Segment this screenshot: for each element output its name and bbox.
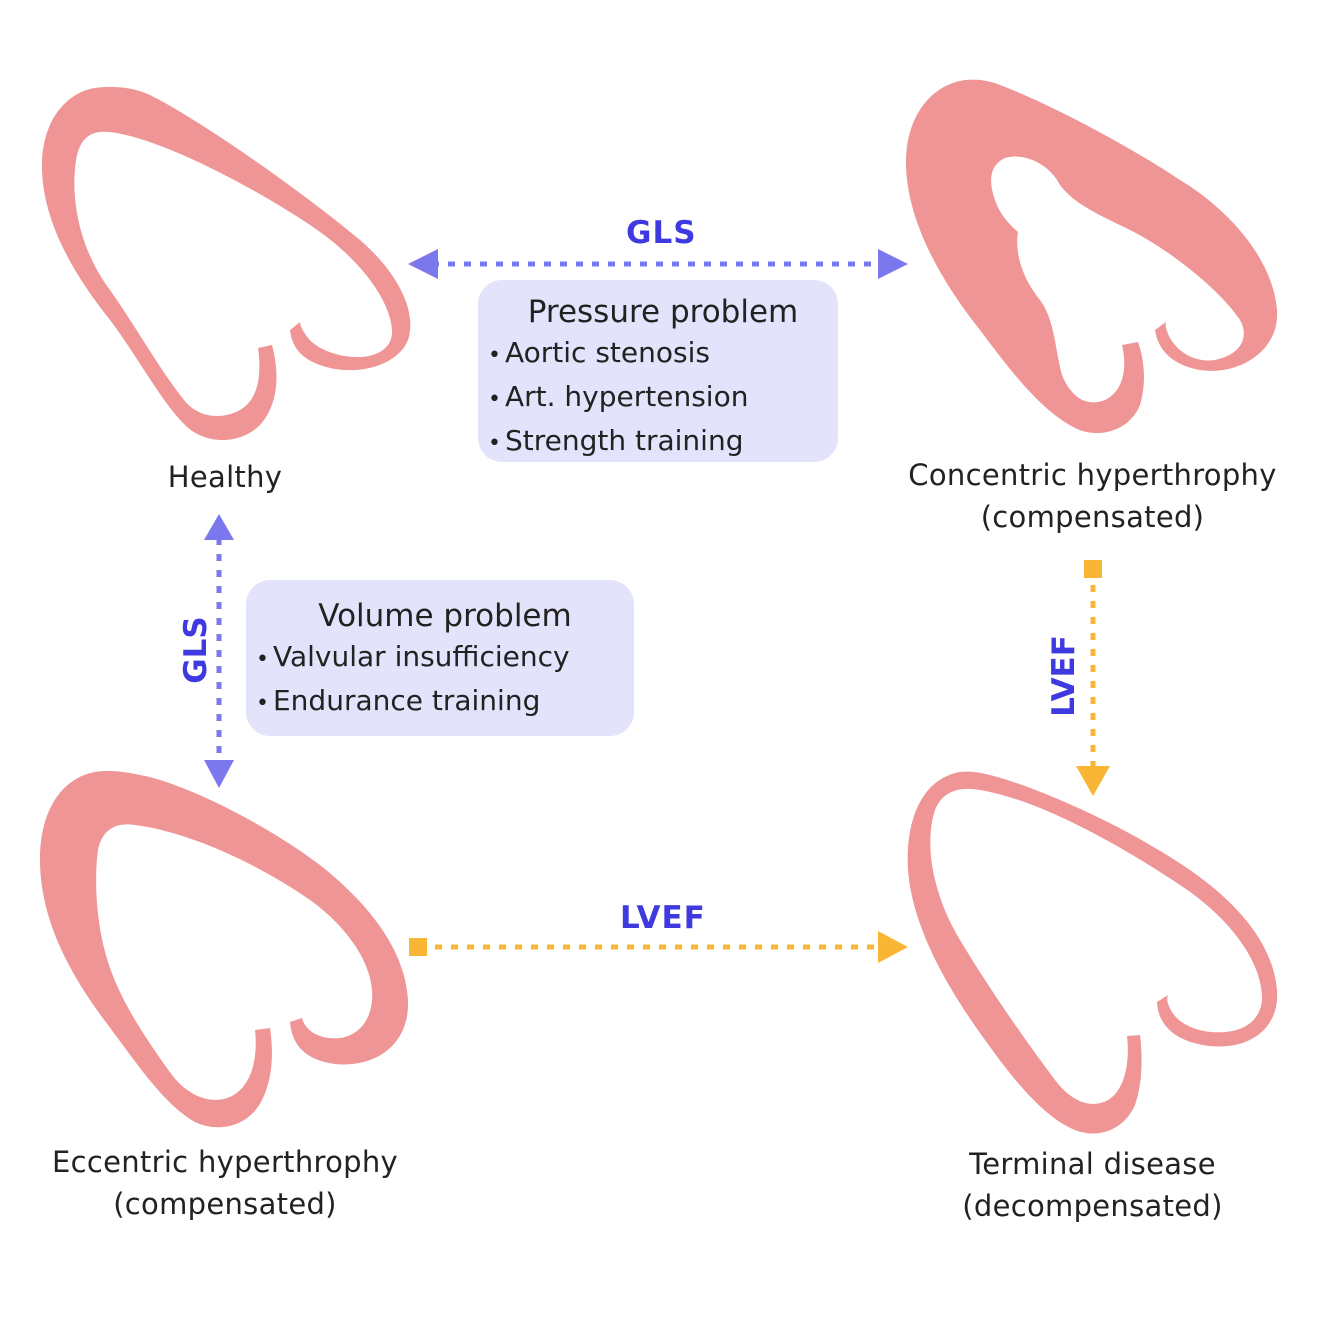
gls-label-top: GLS: [626, 215, 697, 251]
lvef-arrow-right: [1076, 560, 1110, 796]
healthy-label-text: Healthy: [167, 460, 283, 494]
arrowhead-right-icon: [878, 931, 908, 963]
lvef-arrow-bottom: [409, 931, 908, 963]
pressure-problem-list: Aortic stenosis Art. hypertension Streng…: [488, 332, 838, 464]
list-item: Aortic stenosis: [488, 332, 838, 376]
eccentric-label-line2: (compensated): [113, 1187, 337, 1221]
list-item: Strength training: [488, 420, 838, 464]
eccentric-heart-icon: [40, 771, 409, 1128]
eccentric-label: Eccentric hyperthrophy (compensated): [20, 1141, 430, 1225]
arrowhead-right-icon: [878, 249, 908, 279]
arrow-start-square-icon: [409, 938, 427, 956]
arrowhead-down-icon: [204, 760, 234, 788]
gls-label-left: GLS: [178, 616, 214, 684]
healthy-heart-icon: [41, 86, 411, 441]
volume-problem-title: Volume problem: [318, 598, 572, 634]
terminal-heart-icon: [907, 771, 1278, 1134]
pressure-problem-title: Pressure problem: [527, 294, 799, 330]
arrowhead-down-icon: [1076, 766, 1110, 796]
volume-problem-box: Volume problem Valvular insufficiency En…: [246, 580, 634, 736]
list-item: Art. hypertension: [488, 376, 838, 420]
arrowhead-up-icon: [204, 514, 234, 540]
gls-arrow-top: [408, 249, 908, 279]
lvef-label-right: LVEF: [1046, 635, 1082, 717]
terminal-label-line2: (decompensated): [962, 1189, 1223, 1223]
volume-problem-list: Valvular insufficiency Endurance trainin…: [256, 636, 634, 724]
list-item: Valvular insufficiency: [256, 636, 634, 680]
concentric-heart-icon: [905, 79, 1278, 434]
concentric-label: Concentric hyperthrophy (compensated): [880, 454, 1305, 538]
pressure-problem-box: Pressure problem Aortic stenosis Art. hy…: [478, 280, 838, 462]
healthy-label: Healthy: [120, 456, 330, 498]
concentric-label-line2: (compensated): [980, 500, 1205, 534]
terminal-label: Terminal disease (decompensated): [900, 1143, 1285, 1227]
arrow-start-square-icon: [1084, 560, 1102, 578]
terminal-label-line1: Terminal disease: [969, 1147, 1216, 1181]
lvef-label-bottom: LVEF: [620, 900, 706, 936]
arrowhead-left-icon: [408, 249, 438, 279]
gls-arrow-left: [204, 514, 234, 788]
concentric-label-line1: Concentric hyperthrophy: [908, 458, 1277, 492]
list-item: Endurance training: [256, 680, 634, 724]
eccentric-label-line1: Eccentric hyperthrophy: [52, 1145, 398, 1179]
